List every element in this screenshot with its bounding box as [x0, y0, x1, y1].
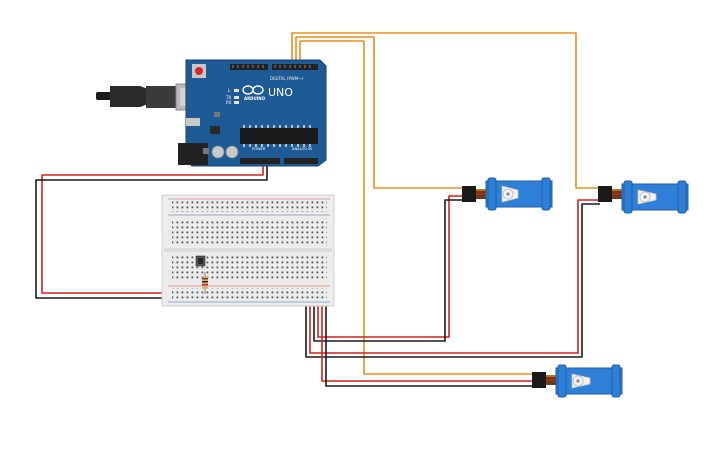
bottom-terminal-holes: [172, 255, 327, 281]
wire-servo2-vcc[interactable]: [309, 199, 600, 354]
infinity-logo-icon: [242, 85, 264, 95]
servo-top-middle[interactable]: [462, 177, 553, 211]
servo-top-right[interactable]: [598, 180, 689, 214]
analog-label: ANALOG IN: [292, 147, 312, 151]
wire-signal-servo-top-right[interactable]: [291, 32, 600, 189]
led-rx-label: RX: [226, 100, 232, 105]
wire-servo3-gnd[interactable]: [325, 287, 534, 387]
top-power-rail-holes: [172, 201, 327, 212]
reset-button-icon[interactable]: [192, 64, 206, 78]
digital-label: DIGITAL (PWM~): [270, 76, 304, 81]
breadboard[interactable]: [161, 194, 335, 307]
wire-servo2-gnd[interactable]: [305, 203, 600, 358]
wire-servo1-vcc[interactable]: [317, 195, 464, 338]
led-l-label: L: [228, 88, 231, 93]
resistor[interactable]: [202, 272, 208, 294]
servo-bottom[interactable]: [532, 364, 623, 398]
analog-header: [284, 158, 318, 164]
arduino-uno-board[interactable]: DIGITAL (PWM~) L TX RX ARDUINO UNO: [96, 59, 327, 167]
wire-signal-servo-top-middle[interactable]: [295, 36, 464, 189]
brand-logo-text: ARDUINO: [244, 96, 266, 101]
wire-servo3-vcc[interactable]: [321, 287, 534, 382]
bottom-power-rail-holes: [172, 288, 327, 300]
power-label: POWER: [252, 147, 266, 151]
wire-signal-servo-bottom[interactable]: [299, 40, 534, 375]
wire-servo1-gnd[interactable]: [313, 199, 464, 342]
power-jack-icon: [178, 143, 208, 165]
servo-connector: [598, 186, 612, 202]
capacitor-2: [225, 145, 239, 159]
led-tx-label: TX: [225, 95, 231, 100]
wire-ground[interactable]: [35, 163, 268, 299]
uno-mark: UNO: [268, 86, 293, 99]
servo-connector: [462, 186, 476, 202]
power-header: [240, 158, 280, 164]
microcontroller-chip-icon: [240, 125, 318, 147]
top-terminal-holes: [172, 220, 327, 246]
capacitor-1: [211, 145, 225, 159]
servo-connector: [532, 372, 546, 388]
wire-power-5v[interactable]: [41, 163, 264, 294]
pushbutton[interactable]: [195, 255, 206, 267]
